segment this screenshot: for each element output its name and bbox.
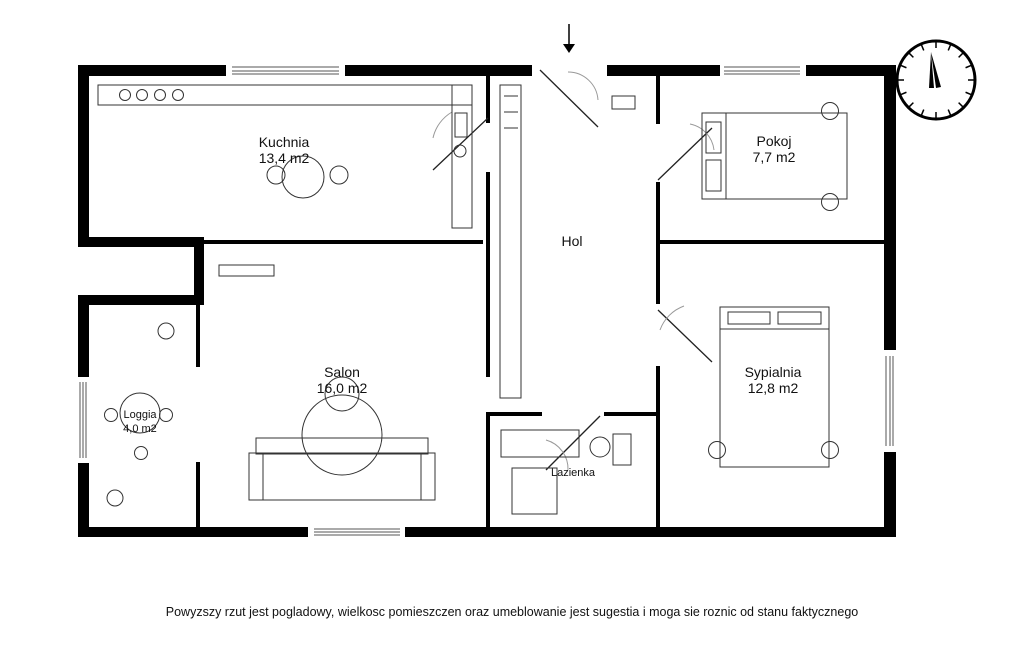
bedroom-furniture — [708, 306, 839, 468]
room-name-lazienka: Lazienka — [551, 467, 596, 479]
room-name-sypialnia: Sypialnia — [745, 364, 802, 380]
kitchen-furniture — [97, 84, 473, 229]
room-labels: Kuchnia 13,4 m2 Hol Pokoj 7,7 m2 Salon 1… — [123, 133, 801, 479]
compass-tick — [958, 51, 965, 58]
compass-tick — [907, 51, 914, 58]
disclaimer-note: Powyzszy rzut jest pogladowy, wielkosc p… — [165, 605, 859, 619]
room-name-kuchnia: Kuchnia — [259, 134, 310, 150]
room-name-hol: Hol — [561, 233, 582, 249]
room-area-salon: 16,0 m2 — [317, 380, 368, 396]
loggia-furniture — [104, 322, 175, 507]
compass-tick — [947, 43, 952, 51]
doors — [432, 69, 715, 471]
compass-tick — [899, 91, 907, 96]
compass-tick — [907, 102, 914, 109]
room-area-sypialnia: 12,8 m2 — [748, 380, 799, 396]
room-area-pokoj: 7,7 m2 — [753, 149, 796, 165]
hall-furniture — [499, 84, 636, 399]
compass-tick — [899, 64, 907, 69]
compass-icon — [895, 39, 977, 121]
compass-tick — [965, 91, 973, 96]
room-area-kuchnia: 13,4 m2 — [259, 150, 310, 166]
windows — [79, 66, 894, 536]
bathroom-furniture — [500, 429, 632, 515]
room-name-pokoj: Pokoj — [756, 133, 791, 149]
compass-tick — [958, 102, 965, 109]
compass-tick — [947, 109, 952, 117]
compass-tick — [965, 64, 973, 69]
compass-tick — [920, 109, 925, 117]
outer-walls — [78, 65, 896, 537]
compass-tick — [920, 43, 925, 51]
room-name-salon: Salon — [324, 364, 360, 380]
living-room-furniture — [218, 264, 436, 501]
room-furniture — [701, 102, 848, 211]
entrance-arrow-icon — [563, 24, 575, 53]
interior-walls — [196, 76, 888, 527]
room-area-loggia: 4,0 m2 — [123, 423, 157, 435]
room-name-loggia: Loggia — [123, 409, 157, 421]
